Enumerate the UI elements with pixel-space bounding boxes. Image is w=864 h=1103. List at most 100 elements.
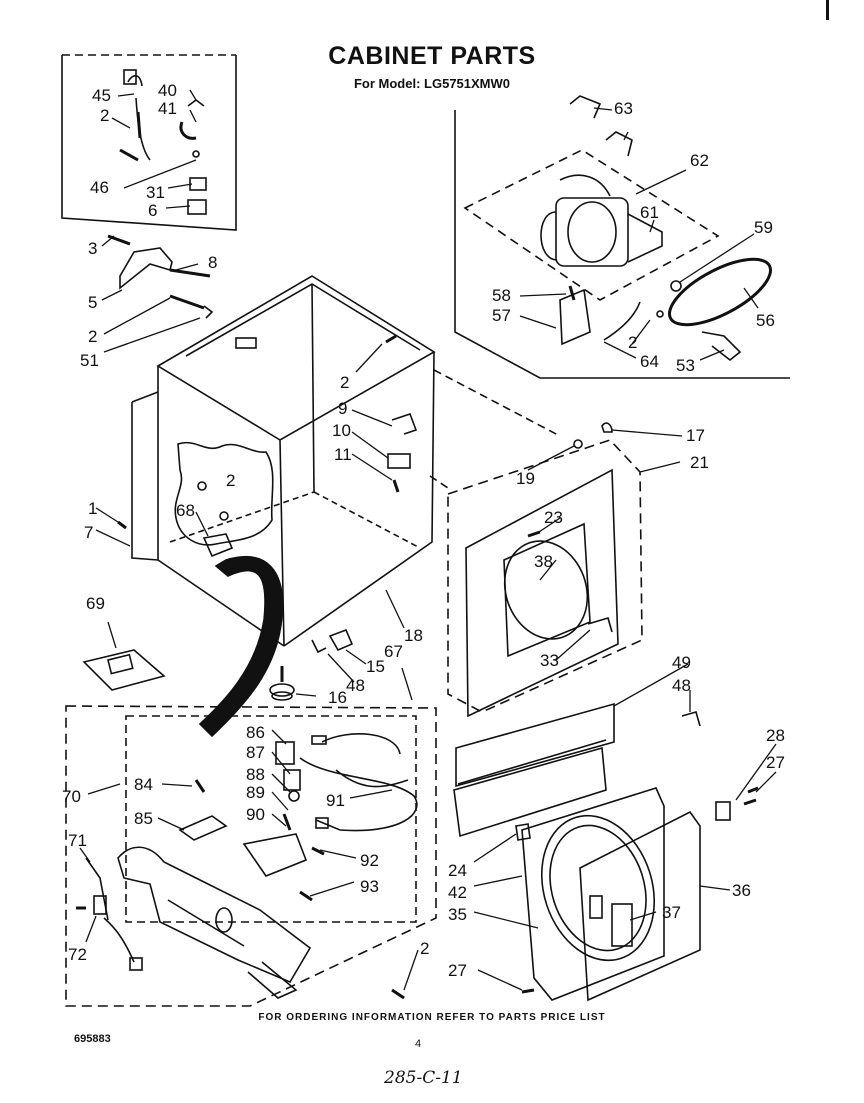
guide-lines-main xyxy=(429,369,561,489)
callout-label: 87 xyxy=(246,743,265,762)
document-number: 695883 xyxy=(74,1033,111,1045)
callout-label: 9 xyxy=(338,399,347,418)
warranty-card-69 xyxy=(82,649,166,691)
callout-label: 3 xyxy=(88,239,97,258)
sensor-71-72 xyxy=(76,857,143,971)
callout-label: 17 xyxy=(686,426,705,445)
side-hinge-parts xyxy=(107,234,214,319)
callout-label: 48 xyxy=(672,676,691,695)
motor-bracket-parts-63 xyxy=(569,95,633,157)
base-clips-15-48 xyxy=(311,628,354,654)
callout-label: 67 xyxy=(384,642,403,661)
callout-label: 2 xyxy=(226,471,235,490)
callout-label: 68 xyxy=(176,501,195,520)
callout-label: 48 xyxy=(346,676,365,695)
corner-mark xyxy=(826,0,829,20)
callout-label: 31 xyxy=(146,183,165,202)
inset-box-wiring xyxy=(61,54,237,231)
front-panel xyxy=(447,422,643,718)
callout-label: 61 xyxy=(640,203,659,222)
callout-label: 33 xyxy=(540,651,559,670)
callout-label: 64 xyxy=(640,352,659,371)
callout-label: 85 xyxy=(134,809,153,828)
callout-label: 92 xyxy=(360,851,379,870)
callout-label: 46 xyxy=(90,178,109,197)
leveling-leg xyxy=(269,666,295,701)
dryer-door xyxy=(515,787,701,1002)
motor-mounting-plate xyxy=(463,149,720,301)
callout-label: 71 xyxy=(68,831,87,850)
callout-label: 28 xyxy=(766,726,785,745)
callout-label: 2 xyxy=(340,373,349,392)
callout-label: 45 xyxy=(92,86,111,105)
callout-label: 2 xyxy=(420,939,429,958)
gas-valve-assembly xyxy=(242,741,325,902)
callout-label: 27 xyxy=(766,753,785,772)
drive-motor xyxy=(540,174,663,267)
callout-label: 88 xyxy=(246,765,265,784)
cabinet-hardware xyxy=(117,334,418,558)
door-hinges-28-27 xyxy=(521,786,759,994)
airflow-arrow xyxy=(198,555,284,738)
callout-label: 91 xyxy=(326,791,345,810)
callout-label: 21 xyxy=(690,453,709,472)
handwritten-note: 285-C-11 xyxy=(384,1068,463,1088)
callout-label: 6 xyxy=(148,201,157,220)
valve-wiring-91 xyxy=(299,733,418,832)
callout-label: 56 xyxy=(756,311,775,330)
callout-label: 84 xyxy=(134,775,153,794)
clip-parts-40-41 xyxy=(179,99,207,215)
callout-label: 7 xyxy=(84,523,93,542)
callout-label: 16 xyxy=(328,688,347,707)
callout-label: 40 xyxy=(158,81,177,100)
callout-label: 27 xyxy=(448,961,467,980)
callout-label: 41 xyxy=(158,99,177,118)
callout-label: 57 xyxy=(492,306,511,325)
callout-label: 58 xyxy=(492,286,511,305)
callout-label: 42 xyxy=(448,883,467,902)
callout-label: 90 xyxy=(246,805,265,824)
page-title: CABINET PARTS xyxy=(328,42,536,70)
ordering-note: FOR ORDERING INFORMATION REFER TO PARTS … xyxy=(258,1012,606,1023)
callout-label: 49 xyxy=(672,653,691,672)
inset-box-motor xyxy=(454,110,790,379)
inset-box-base xyxy=(65,705,437,1007)
base-screw-2 xyxy=(391,988,405,1000)
callout-label: 36 xyxy=(732,881,751,900)
callout-label: 5 xyxy=(88,293,97,312)
wire-harness-part xyxy=(119,69,151,162)
callout-label: 19 xyxy=(516,469,535,488)
page-number: 4 xyxy=(415,1038,422,1050)
callout-label: 23 xyxy=(544,508,563,527)
callout-label: 15 xyxy=(366,657,385,676)
leader-lines xyxy=(79,89,777,991)
callout-label: 2 xyxy=(88,327,97,346)
callout-label: 70 xyxy=(62,787,81,806)
callout-label: 11 xyxy=(334,445,352,464)
bracket-84-85 xyxy=(178,779,228,841)
callout-label: 1 xyxy=(88,499,97,518)
callout-label: 35 xyxy=(448,905,467,924)
callout-label: 72 xyxy=(68,945,87,964)
cabinet-shell xyxy=(131,275,436,647)
callout-label: 62 xyxy=(690,151,709,170)
callout-label: 18 xyxy=(404,626,423,645)
callout-label: 38 xyxy=(534,552,553,571)
callout-label: 8 xyxy=(208,253,217,272)
callout-label: 63 xyxy=(614,99,633,118)
callout-label: 10 xyxy=(332,421,351,440)
callout-label: 53 xyxy=(676,356,695,375)
callout-label: 86 xyxy=(246,723,265,742)
callout-labels: 45 40 2 41 46 31 6 63 62 61 59 58 57 2 6… xyxy=(62,81,785,980)
callout-label: 59 xyxy=(754,218,773,237)
model-subtitle: For Model: LG5751XMW0 xyxy=(353,76,511,91)
callout-label: 51 xyxy=(80,351,99,370)
callout-label: 89 xyxy=(246,783,265,802)
callout-label: 24 xyxy=(448,861,467,880)
burner-assembly xyxy=(117,846,312,999)
toe-panel xyxy=(453,702,701,838)
callout-label: 93 xyxy=(360,877,379,896)
callout-label: 2 xyxy=(100,106,109,125)
